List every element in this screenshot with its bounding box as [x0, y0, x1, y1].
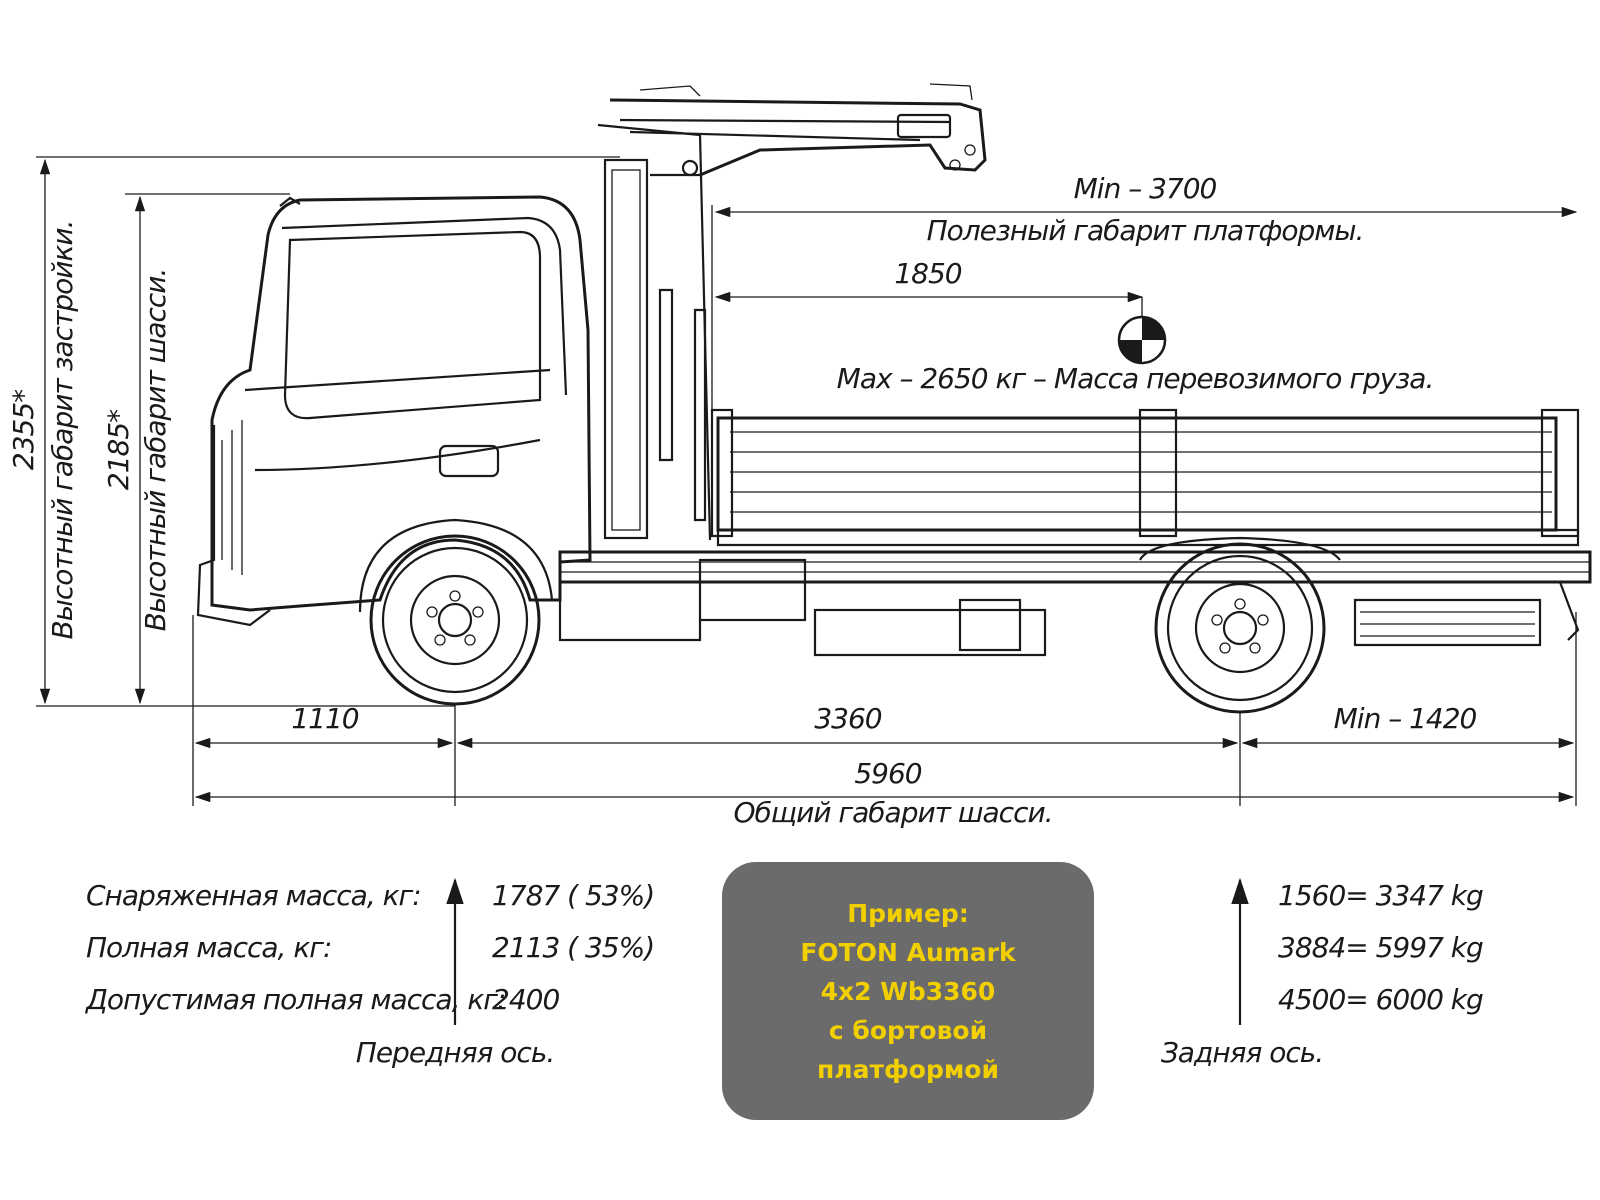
callout-line-4: с бортовой	[828, 1015, 988, 1045]
front-axle-gross: 2113 ( 35%)	[492, 931, 654, 964]
build-height-label: 2355*	[7, 389, 40, 470]
rear-overhang-label: Min – 1420	[1334, 702, 1477, 735]
front-overhang-label: 1110	[291, 702, 358, 735]
mass-label-permissible: Допустимая полная масса, кг:	[84, 983, 505, 1016]
example-callout: Пример: FOTON Aumark 4x2 Wb3360 с бортов…	[722, 862, 1094, 1120]
callout-line-1: Пример:	[847, 898, 969, 928]
center-of-gravity-icon	[1117, 315, 1167, 365]
mass-label-curb: Снаряженная масса, кг:	[86, 879, 421, 912]
dimension-lines	[36, 156, 1578, 1025]
truck-outline	[196, 83, 1592, 714]
front-axle-curb: 1787 ( 53%)	[492, 879, 654, 912]
payload-caption: Max – 2650 кг – Масса перевозимого груза…	[837, 362, 1434, 395]
front-axle-caption: Передняя ось.	[356, 1036, 554, 1069]
overall-caption: Общий габарит шасси.	[733, 796, 1052, 829]
rear-axle-permissible: 4500= 6000 kg	[1278, 983, 1483, 1016]
cog-distance-label: 1850	[894, 257, 961, 290]
build-height-caption: Высотный габарит застройки.	[46, 220, 79, 639]
platform-caption: Полезный габарит платформы.	[927, 214, 1364, 247]
wheelbase-label: 3360	[814, 702, 881, 735]
callout-line-3: 4x2 Wb3360	[820, 976, 996, 1006]
rear-axle-gross: 3884= 5997 kg	[1278, 931, 1483, 964]
rear-axle-curb: 1560= 3347 kg	[1278, 879, 1483, 912]
callout-line-2: FOTON Aumark	[800, 937, 1016, 967]
rear-axle-caption: Задняя ось.	[1161, 1036, 1323, 1069]
overall-length-label: 5960	[854, 757, 921, 790]
chassis-height-label: 2185*	[102, 409, 135, 490]
platform-min-label: Min – 3700	[1074, 172, 1217, 205]
chassis-height-caption: Высотный габарит шасси.	[139, 269, 172, 632]
front-axle-permissible: 2400	[492, 983, 559, 1016]
callout-line-5: платформой	[817, 1054, 999, 1084]
mass-label-gross: Полная масса, кг:	[86, 931, 331, 964]
